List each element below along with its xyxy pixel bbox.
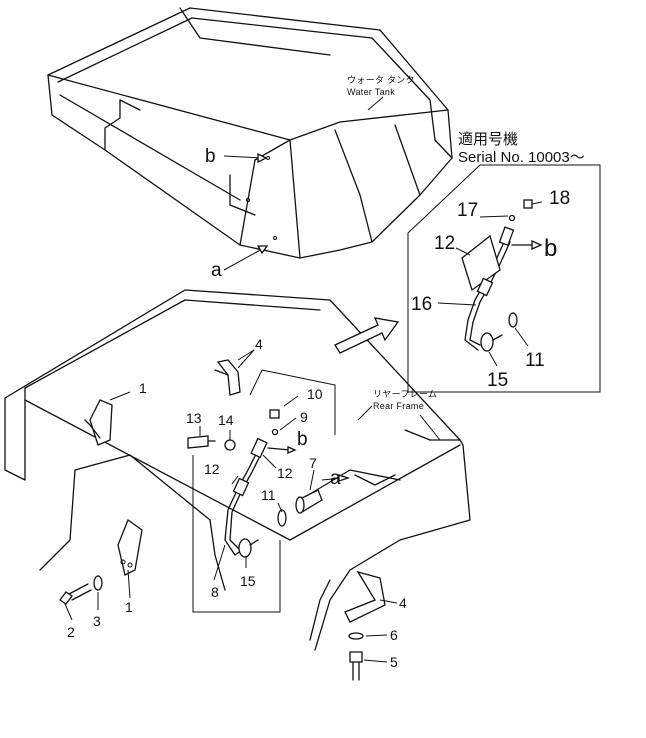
part-number-8: 8 bbox=[211, 584, 219, 600]
ref-b-top: b bbox=[205, 146, 216, 167]
bracket-1-upper bbox=[84, 391, 131, 446]
water-tank bbox=[47, 7, 453, 259]
part-number-15: 15 bbox=[240, 573, 256, 589]
bracket-1-lower bbox=[117, 518, 143, 576]
part-number-9: 9 bbox=[300, 409, 308, 425]
inset-part-number-11: 11 bbox=[525, 350, 545, 371]
part-number-14: 14 bbox=[218, 412, 234, 428]
part-number-4-lower: 4 bbox=[399, 595, 407, 611]
part-number-1-lower: 1 bbox=[125, 599, 133, 615]
ref-a-top: a bbox=[211, 260, 222, 281]
ref-b-mid: b bbox=[297, 429, 308, 450]
arrow-a-top bbox=[256, 245, 269, 255]
parts-detail-frame bbox=[192, 369, 336, 613]
inset-part-number-17: 17 bbox=[457, 200, 478, 221]
serial-label-en: Serial No. 10003～ bbox=[458, 149, 585, 166]
water-tank-label-jp: ウォータ タンク bbox=[347, 75, 415, 85]
ref-b-inset: b bbox=[544, 235, 557, 262]
serial-label-jp: 適用号機 bbox=[458, 130, 518, 148]
part-number-7: 7 bbox=[309, 455, 317, 471]
part-number-5: 5 bbox=[390, 654, 398, 670]
part-number-4-upper: 4 bbox=[255, 336, 263, 352]
bracket-4-upper bbox=[214, 349, 255, 396]
bolt-5 bbox=[349, 651, 363, 681]
arrow-a-mid bbox=[338, 474, 351, 482]
leader-lines bbox=[64, 96, 543, 663]
inset-part-number-12: 12 bbox=[434, 233, 455, 254]
part-number-11: 11 bbox=[261, 487, 276, 503]
arrow-b-top bbox=[257, 152, 268, 164]
water-tank-label-en: Water Tank bbox=[347, 87, 395, 97]
washer-6 bbox=[348, 632, 364, 640]
rear-frame-label-jp: リヤーフレーム bbox=[373, 389, 437, 399]
part-number-6: 6 bbox=[390, 627, 398, 643]
serial-inset bbox=[407, 164, 601, 393]
ref-a-mid: a bbox=[330, 468, 341, 489]
part-number-1-upper: 1 bbox=[139, 380, 147, 396]
inset-part-number-15: 15 bbox=[487, 370, 508, 391]
washer-3 bbox=[93, 575, 103, 591]
part-number-3: 3 bbox=[93, 613, 101, 629]
inset-part-number-16: 16 bbox=[411, 294, 432, 315]
pipe-assembly bbox=[187, 409, 323, 558]
callout-arrow bbox=[334, 317, 400, 354]
inset-part-number-18: 18 bbox=[549, 188, 570, 209]
part-number-10: 10 bbox=[307, 386, 323, 402]
rear-frame-label-en: Rear Frame bbox=[373, 401, 424, 411]
part-number-2: 2 bbox=[67, 624, 75, 640]
part-number-13: 13 bbox=[186, 410, 202, 426]
part-number-12-right: 12 bbox=[277, 465, 293, 481]
bolt-2 bbox=[59, 583, 92, 605]
part-number-12-left: 12 bbox=[204, 461, 220, 477]
bracket-4-lower bbox=[344, 570, 386, 623]
